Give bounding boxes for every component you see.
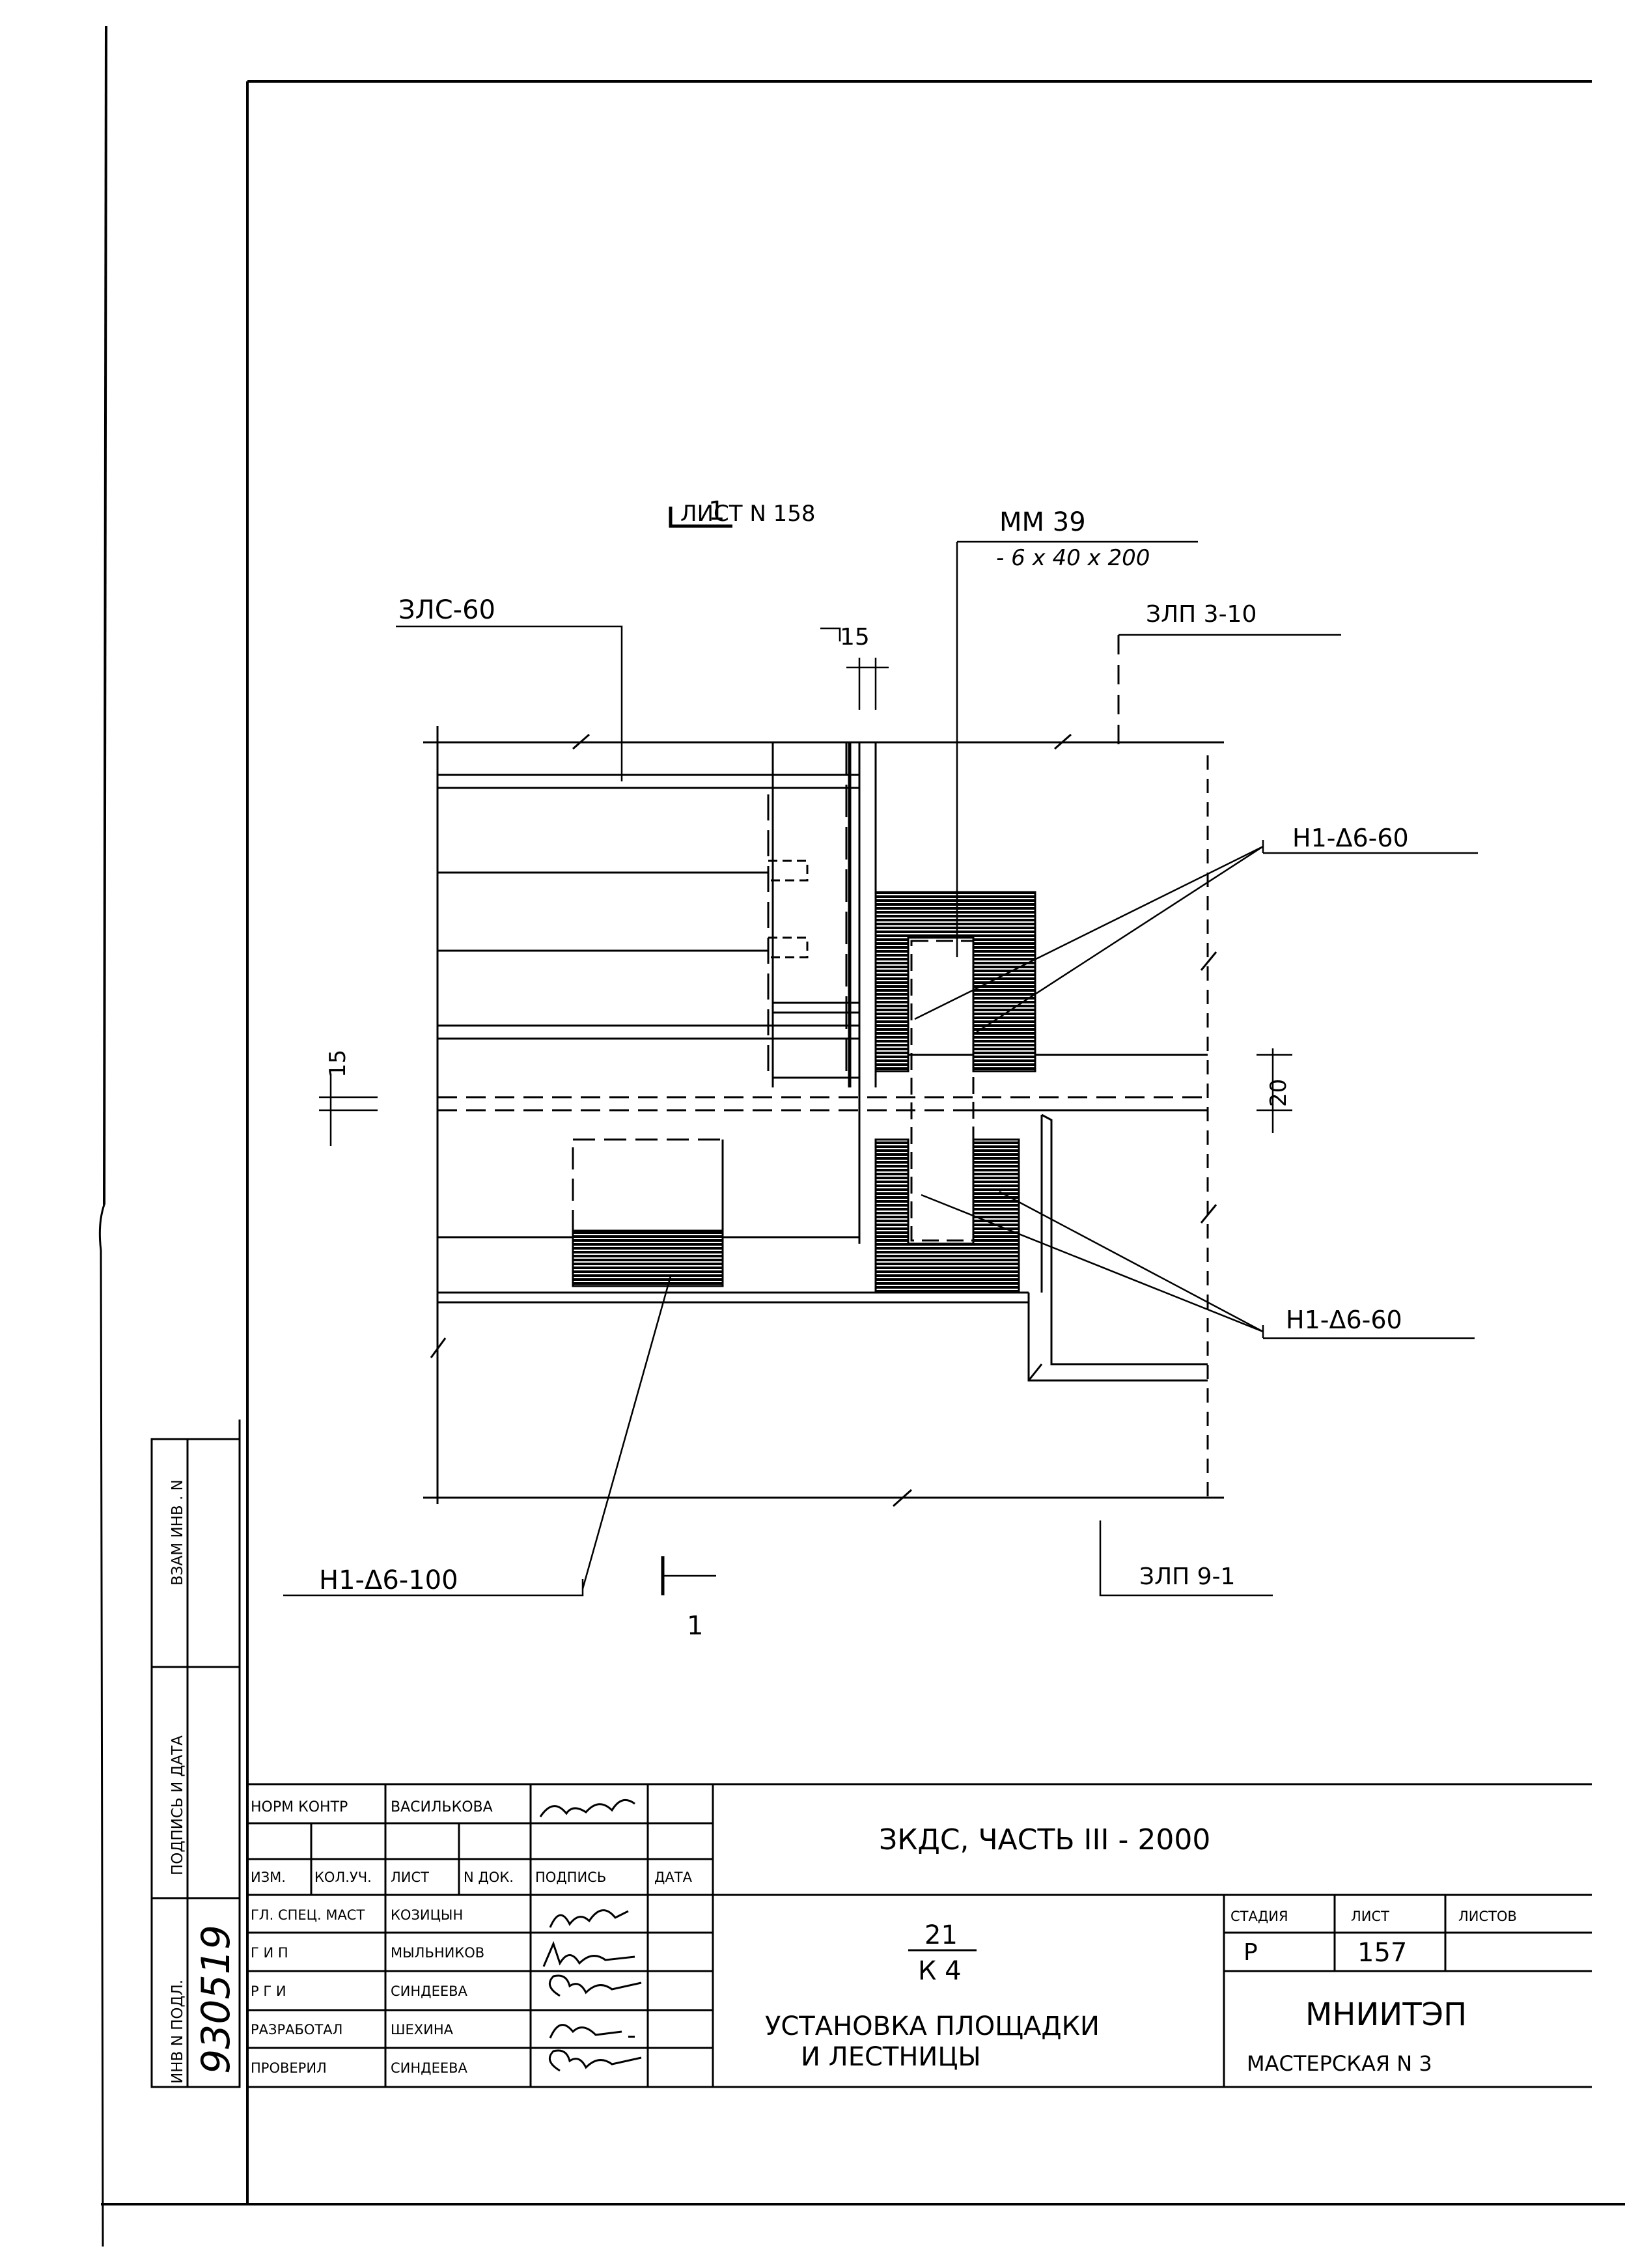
side-stamp	[150, 1420, 241, 2088]
signature-mylnikov	[542, 1940, 635, 1967]
document-code-top: 21	[924, 1920, 958, 1950]
side-stamp-labels: ВЗАМ ИНВ . N ПОДПИСЬ И ДАТА ИНВ N ПОДЛ. …	[169, 1479, 239, 2084]
dimension-gap-left: 15	[325, 1050, 351, 1078]
leader-lines	[283, 507, 1478, 1597]
weld-hatching	[572, 891, 1036, 1294]
signature-sindeeva-1	[548, 1974, 642, 1997]
workshop-name: МАСТЕРСКАЯ N 3	[1247, 2051, 1432, 2076]
sheet-value: 157	[1357, 1938, 1407, 1968]
sheet-label: ЛИСТ	[1351, 1909, 1389, 1924]
project-title: ЗКДС, ЧАСТЬ III - 2000	[879, 1823, 1210, 1856]
norm-kontr-name: ВАСИЛЬКОВА	[391, 1799, 493, 1815]
document-code-bottom: К 4	[918, 1956, 962, 1986]
role-gl-spec: ГЛ. СПЕЦ. МАСТ	[251, 1907, 365, 1923]
sheet-frame	[98, 25, 1625, 2247]
sheets-label: ЛИСТОВ	[1458, 1909, 1517, 1924]
name-proveril: СИНДЕЕВА	[391, 2060, 468, 2076]
signatures	[539, 1799, 642, 2072]
norm-kontr-label: НОРМ КОНТР	[251, 1799, 348, 1815]
section-mark-top-number: 1	[708, 496, 725, 526]
signature-norm-kontr	[539, 1799, 635, 1817]
side-stamp-vzam-inv: ВЗАМ ИНВ . N	[169, 1479, 186, 1586]
dimension-gap-top: 15	[840, 624, 870, 651]
title-block-grid	[247, 1783, 1592, 2088]
role-razrabotal: РАЗРАБОТАЛ	[251, 2022, 342, 2037]
callout-h1-lower: Н1-Δ6-60	[1286, 1306, 1402, 1334]
organization-name: МНИИТЭП	[1305, 1996, 1467, 2033]
signature-kozicyn	[549, 1909, 629, 1928]
header-data: ДАТА	[654, 1869, 693, 1885]
role-gip: Г И П	[251, 1945, 288, 1961]
name-gl-spec: КОЗИЦЫН	[391, 1907, 463, 1923]
role-rgi: Р Г И	[251, 1983, 286, 1999]
callout-h1-100: Н1-Δ6-100	[319, 1565, 458, 1595]
header-n-dok: N ДОК.	[464, 1869, 514, 1885]
header-list: ЛИСТ	[391, 1869, 429, 1885]
callout-mm39-size: - 6 х 40 х 200	[996, 545, 1150, 571]
section-mark-bottom-number: 1	[687, 1611, 703, 1641]
structure-drawing	[423, 635, 1224, 1507]
stage-label: СТАДИЯ	[1230, 1909, 1288, 1924]
title-block-text: НОРМ КОНТР ВАСИЛЬКОВА ИЗМ. КОЛ.УЧ. ЛИСТ …	[251, 1799, 1517, 2076]
callout-h1-upper: Н1-Δ6-60	[1292, 824, 1409, 852]
role-proveril: ПРОВЕРИЛ	[251, 2060, 327, 2076]
dimension-gap-right: 20	[1266, 1079, 1292, 1107]
signature-shehina	[549, 2024, 635, 2039]
sheet-title-line-1: УСТАНОВКА ПЛОЩАДКИ	[765, 2011, 1100, 2041]
signature-sindeeva-2	[548, 2049, 642, 2072]
name-gip: МЫЛЬНИКОВ	[391, 1945, 484, 1961]
side-stamp-inv-number: 930519	[193, 1925, 239, 2074]
sheet-title-line-2: И ЛЕСТНИЦЫ	[801, 2042, 981, 2072]
drawing-labels: 1 ЛИСТ N 158 ЗЛС-60 ММ 39 - 6 х 40 х 200…	[319, 496, 1409, 1641]
callout-zlp-9-1: ЗЛП 9-1	[1139, 1563, 1235, 1590]
callout-zls-60: ЗЛС-60	[398, 595, 495, 625]
name-rgi: СИНДЕЕВА	[391, 1983, 468, 1999]
header-podpis: ПОДПИСЬ	[535, 1869, 606, 1885]
side-stamp-inv-podl: ИНВ N ПОДЛ.	[169, 1980, 186, 2084]
side-stamp-podpis-data: ПОДПИСЬ И ДАТА	[169, 1735, 186, 1875]
header-kol-uch: КОЛ.УЧ.	[314, 1869, 372, 1885]
name-razrabotal: ШЕХИНА	[391, 2022, 454, 2037]
section-mark-top-reference: ЛИСТ N 158	[680, 501, 815, 527]
header-izm: ИЗМ.	[251, 1869, 286, 1885]
callout-zlp-3-10: ЗЛП 3-10	[1146, 601, 1257, 628]
stage-value: Р	[1243, 1939, 1258, 1966]
callout-mm39-name: ММ 39	[999, 507, 1086, 537]
